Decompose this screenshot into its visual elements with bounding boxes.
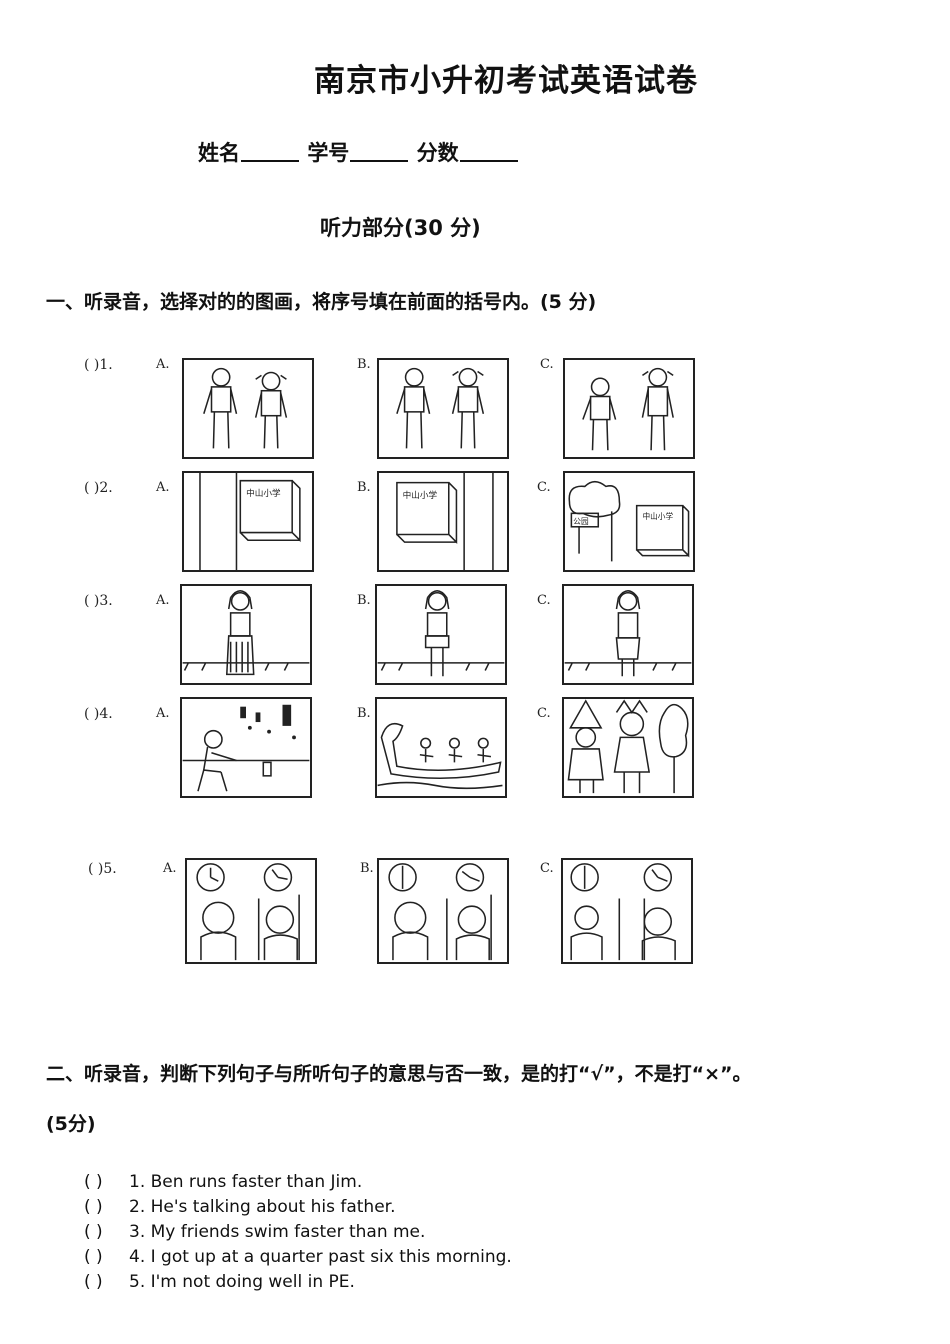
answer-paren[interactable]: ( ) bbox=[84, 1272, 103, 1292]
q4-option-c-label: C. bbox=[537, 706, 551, 721]
q4-picture-c bbox=[562, 697, 694, 798]
tf-sentence: 2. He's talking about his father. bbox=[129, 1197, 396, 1217]
q5-option-c-label: C. bbox=[540, 861, 554, 876]
tf-item-3: ( ) 3. My friends swim faster than me. bbox=[84, 1220, 425, 1245]
q3-picture-b bbox=[375, 584, 507, 685]
tf-sentence: 4. I got up at a quarter past six this m… bbox=[129, 1247, 512, 1267]
q2-option-c-label: C. bbox=[537, 480, 551, 495]
park-sign-text: 公园 bbox=[573, 517, 589, 526]
q1-option-b-label: B. bbox=[357, 357, 371, 372]
q3-option-c-label: C. bbox=[537, 593, 551, 608]
answer-paren[interactable]: ( ) bbox=[84, 1247, 103, 1267]
name-label: 姓名 bbox=[198, 141, 240, 165]
section1-heading: 一、听录音，选择对的的图画，将序号填在前面的括号内。(5 分) bbox=[46, 291, 597, 313]
firecracker-illustration bbox=[182, 704, 310, 792]
school-sign-text: 中山小学 bbox=[246, 487, 281, 499]
tf-sentence: 3. My friends swim faster than me. bbox=[129, 1222, 426, 1242]
boy-girl-illustration bbox=[582, 367, 674, 451]
school-sign-text: 中山小学 bbox=[403, 489, 438, 501]
answer-paren[interactable]: ( ) bbox=[84, 1172, 103, 1192]
score-label: 分数 bbox=[416, 141, 459, 165]
answer-paren[interactable]: ( ) bbox=[84, 1222, 103, 1242]
q5-option-b-label: B. bbox=[360, 861, 374, 876]
tf-item-5: ( ) 5. I'm not doing well in PE. bbox=[84, 1270, 355, 1295]
name-blank[interactable] bbox=[241, 140, 299, 162]
q2-label: ( )2. bbox=[84, 480, 113, 496]
q1-picture-c bbox=[563, 358, 695, 459]
tf-item-4: ( ) 4. I got up at a quarter past six thi… bbox=[84, 1245, 512, 1270]
score-blank[interactable] bbox=[459, 140, 518, 162]
tf-item-1: ( ) 1. Ben runs faster than Jim. bbox=[84, 1170, 362, 1195]
tf-sentence: 5. I'm not doing well in PE. bbox=[129, 1272, 355, 1292]
q1-picture-b bbox=[377, 358, 509, 459]
boy-girl-illustration bbox=[396, 367, 485, 449]
q5-label: ( )5. bbox=[88, 861, 117, 877]
id-label: 学号 bbox=[307, 141, 350, 165]
q4-option-b-label: B. bbox=[357, 706, 371, 721]
costume-party-illustration bbox=[567, 699, 689, 794]
q2-picture-b: 中山小学 bbox=[377, 471, 509, 572]
tf-item-2: ( ) 2. He's talking about his father. bbox=[84, 1195, 396, 1220]
q3-option-a-label: A. bbox=[156, 593, 170, 608]
q2-picture-a: 中山小学 bbox=[182, 471, 314, 572]
two-clocks-students-illustration bbox=[388, 863, 492, 961]
page-title: 南京市小升初考试英语试卷 bbox=[314, 63, 698, 99]
q3-picture-a bbox=[180, 584, 312, 685]
two-clocks-students-illustration bbox=[196, 863, 300, 961]
q1-option-a-label: A. bbox=[156, 357, 170, 372]
q5-picture-c bbox=[561, 858, 693, 964]
section2-points: (5分) bbox=[46, 1113, 96, 1135]
q5-option-a-label: A. bbox=[163, 861, 177, 876]
q5-picture-a bbox=[185, 858, 317, 964]
school-sign-text: 中山小学 bbox=[642, 511, 673, 521]
q4-picture-a bbox=[180, 697, 312, 798]
q2-picture-c: 公园 中山小学 bbox=[563, 471, 695, 572]
tf-sentence: 1. Ben runs faster than Jim. bbox=[129, 1172, 363, 1192]
q3-option-b-label: B. bbox=[357, 593, 371, 608]
q2-option-a-label: A. bbox=[156, 480, 170, 495]
student-info-line: 姓名 学号 分数 bbox=[198, 137, 519, 167]
q4-picture-b bbox=[375, 697, 507, 798]
answer-paren[interactable]: ( ) bbox=[84, 1197, 103, 1217]
q2-option-b-label: B. bbox=[357, 480, 371, 495]
q1-label: ( )1. bbox=[84, 357, 113, 373]
q3-label: ( )3. bbox=[84, 593, 113, 609]
q3-picture-c bbox=[562, 584, 694, 685]
q4-option-a-label: A. bbox=[156, 706, 170, 721]
section2-heading: 二、听录音，判断下列句子与所听句子的意思与否一致，是的打“√”，不是打“×”。 bbox=[46, 1063, 752, 1085]
listening-subhead: 听力部分(30 分) bbox=[320, 216, 481, 240]
q1-option-c-label: C. bbox=[540, 357, 554, 372]
two-clocks-students-illustration bbox=[570, 863, 676, 961]
id-blank[interactable] bbox=[350, 140, 409, 162]
boy-girl-illustration bbox=[203, 367, 288, 449]
dragon-boat-illustration bbox=[377, 722, 503, 790]
q4-label: ( )4. bbox=[84, 706, 113, 722]
q5-picture-b bbox=[377, 858, 509, 964]
q1-picture-a bbox=[182, 358, 314, 459]
